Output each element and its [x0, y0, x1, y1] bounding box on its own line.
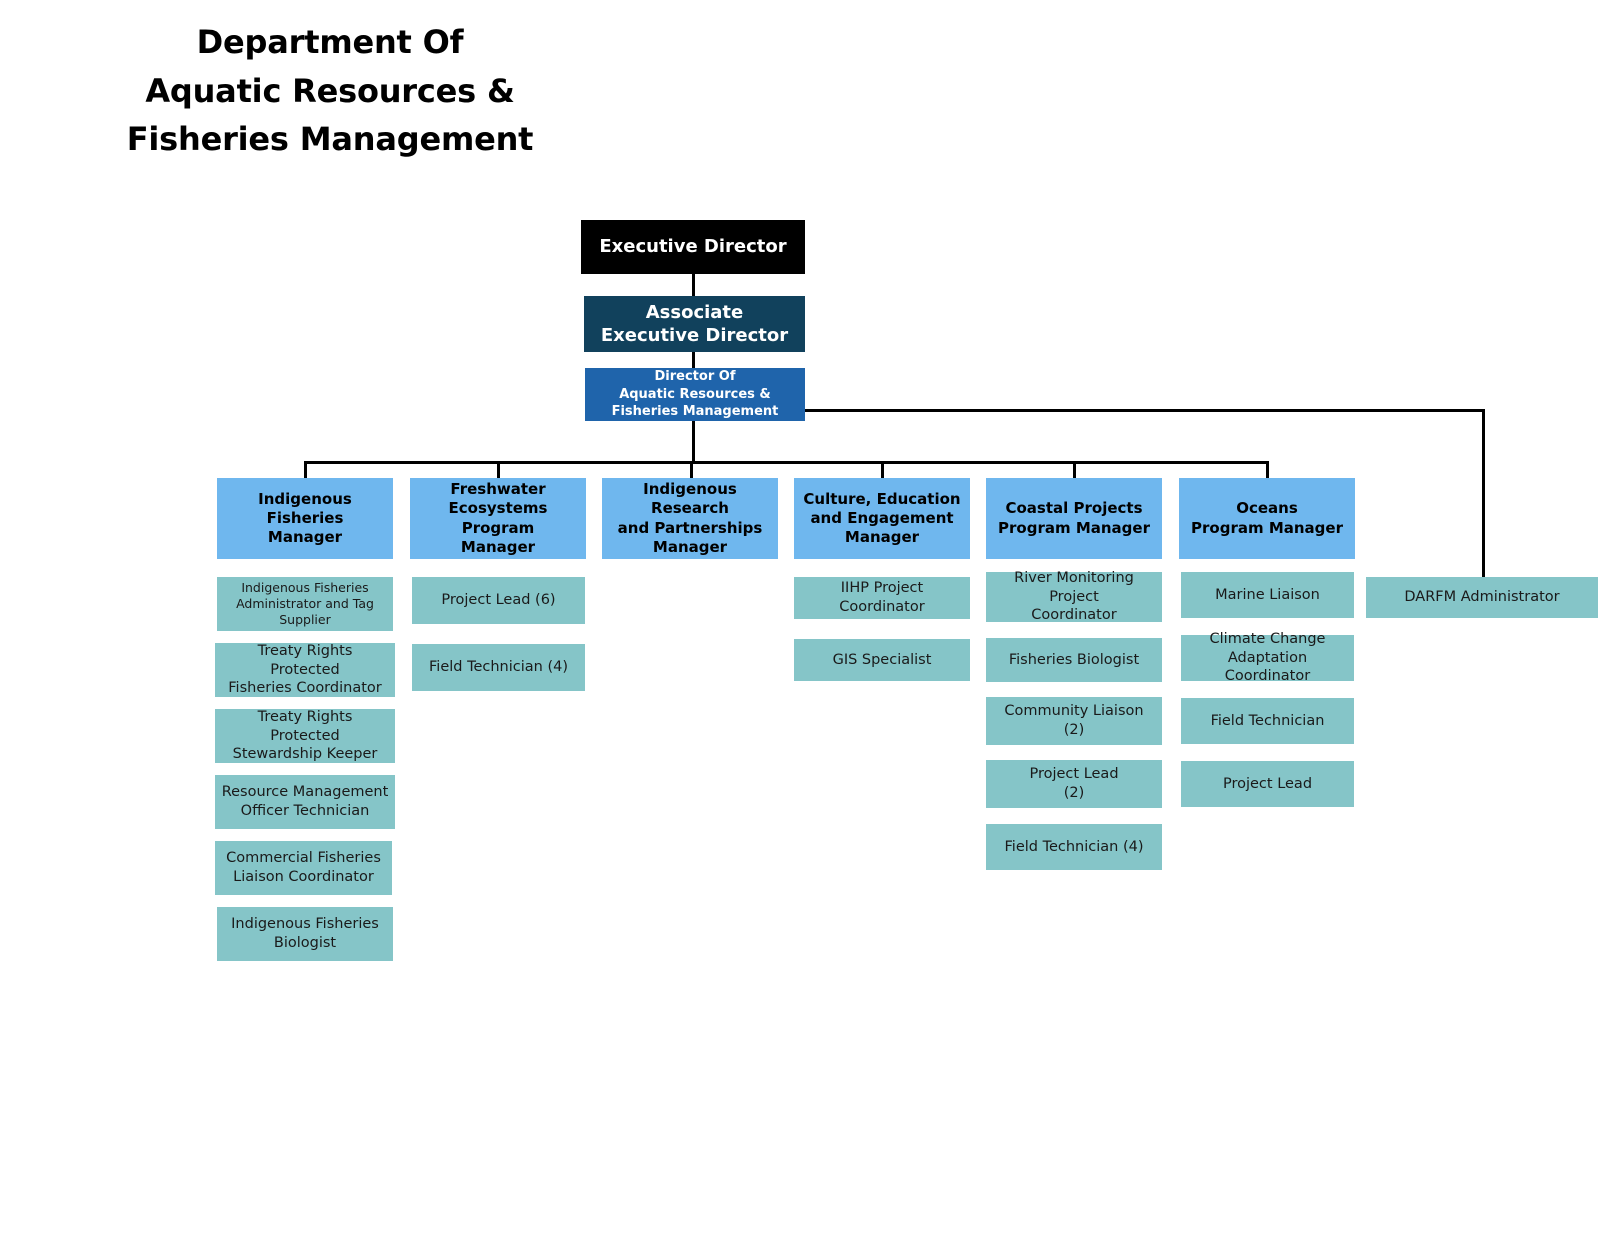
- connector-drop-col6: [1266, 461, 1269, 478]
- connector-darfm-vertical: [1482, 409, 1485, 577]
- node-staff-col1-1[interactable]: Treaty Rights Protected Fisheries Coordi…: [215, 643, 395, 697]
- node-manager-oceans[interactable]: Oceans Program Manager: [1179, 478, 1355, 559]
- node-staff-col5-4[interactable]: Field Technician (4): [986, 824, 1162, 870]
- node-staff-col5-2[interactable]: Community Liaison (2): [986, 697, 1162, 745]
- node-executive-director[interactable]: Executive Director: [581, 220, 805, 274]
- node-staff-col1-0[interactable]: Indigenous Fisheries Administrator and T…: [217, 577, 393, 631]
- node-staff-col2-0[interactable]: Project Lead (6): [412, 577, 585, 624]
- node-manager-coastal-projects[interactable]: Coastal Projects Program Manager: [986, 478, 1162, 559]
- node-staff-col4-0[interactable]: IIHP Project Coordinator: [794, 577, 970, 619]
- connector-drop-col3: [690, 461, 693, 478]
- connector-exec-to-assoc: [692, 274, 695, 296]
- node-manager-freshwater-ecosystems[interactable]: Freshwater Ecosystems Program Manager: [410, 478, 586, 559]
- node-staff-col5-0[interactable]: River Monitoring Project Coordinator: [986, 570, 1162, 623]
- node-manager-indigenous-research[interactable]: Indigenous Research and Partnerships Man…: [602, 478, 778, 559]
- node-staff-col6-1[interactable]: Climate Change Adaptation Coordinator: [1181, 631, 1354, 684]
- node-staff-col5-3[interactable]: Project Lead (2): [986, 760, 1162, 808]
- node-staff-col2-1[interactable]: Field Technician (4): [412, 644, 585, 691]
- node-staff-col1-4[interactable]: Commercial Fisheries Liaison Coordinator: [215, 841, 392, 895]
- node-staff-col4-1[interactable]: GIS Specialist: [794, 639, 970, 681]
- connector-darfm-horizontal: [805, 409, 1485, 412]
- page-title: Department Of Aquatic Resources & Fisher…: [126, 23, 534, 159]
- node-associate-executive-director[interactable]: Associate Executive Director: [584, 296, 805, 352]
- node-staff-col1-5[interactable]: Indigenous Fisheries Biologist: [217, 907, 393, 961]
- connector-drop-col5: [1073, 461, 1076, 478]
- node-staff-col6-3[interactable]: Project Lead: [1181, 761, 1354, 807]
- node-staff-col5-1[interactable]: Fisheries Biologist: [986, 638, 1162, 682]
- node-manager-indigenous-fisheries[interactable]: Indigenous Fisheries Manager: [217, 478, 393, 559]
- connector-drop-col1: [304, 461, 307, 478]
- connector-director-drop: [692, 421, 695, 462]
- node-darfm-administrator[interactable]: DARFM Administrator: [1366, 577, 1598, 618]
- connector-drop-col4: [881, 461, 884, 478]
- node-manager-culture-education[interactable]: Culture, Education and Engagement Manage…: [794, 478, 970, 559]
- connector-assoc-to-director: [692, 352, 695, 368]
- connector-drop-col2: [497, 461, 500, 478]
- node-staff-col6-2[interactable]: Field Technician: [1181, 698, 1354, 744]
- node-staff-col1-2[interactable]: Treaty Rights Protected Stewardship Keep…: [215, 709, 395, 763]
- node-staff-col1-3[interactable]: Resource Management Officer Technician: [215, 775, 395, 829]
- node-director-aquatic-resources[interactable]: Director Of Aquatic Resources & Fisherie…: [585, 368, 805, 421]
- connector-manager-bus: [304, 461, 1268, 464]
- node-staff-col6-0[interactable]: Marine Liaison: [1181, 572, 1354, 618]
